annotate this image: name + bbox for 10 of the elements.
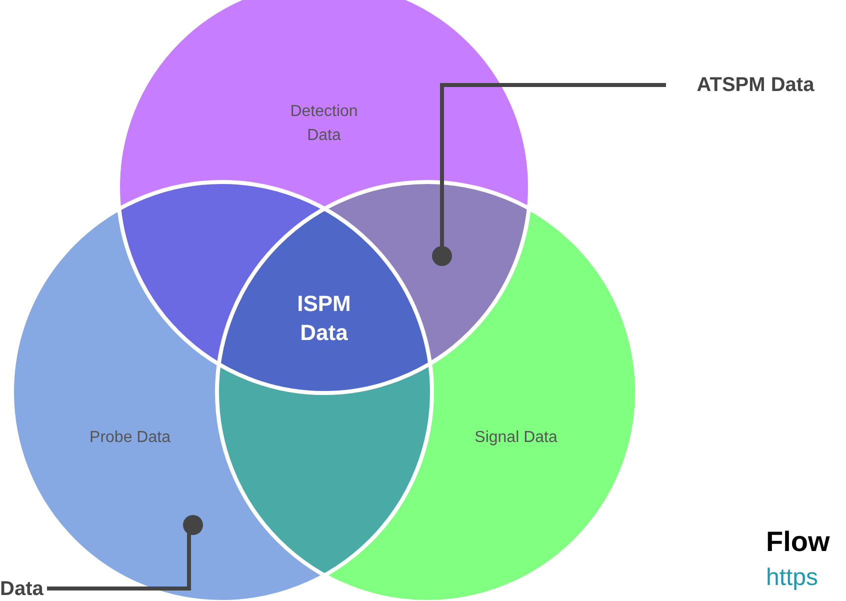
region-label: Signal Data [474, 428, 558, 448]
callout-label: ATSPM Data [696, 73, 814, 98]
leader-line [432, 83, 666, 266]
callout-label: Data [0, 576, 44, 601]
region-label: Probe Data [90, 428, 170, 448]
leader-line [47, 515, 203, 590]
region-label: Detection Data [289, 102, 359, 146]
heading-text: Flow [766, 528, 830, 556]
link-text: https [766, 566, 818, 590]
region-label: ISPM Data [296, 290, 352, 347]
